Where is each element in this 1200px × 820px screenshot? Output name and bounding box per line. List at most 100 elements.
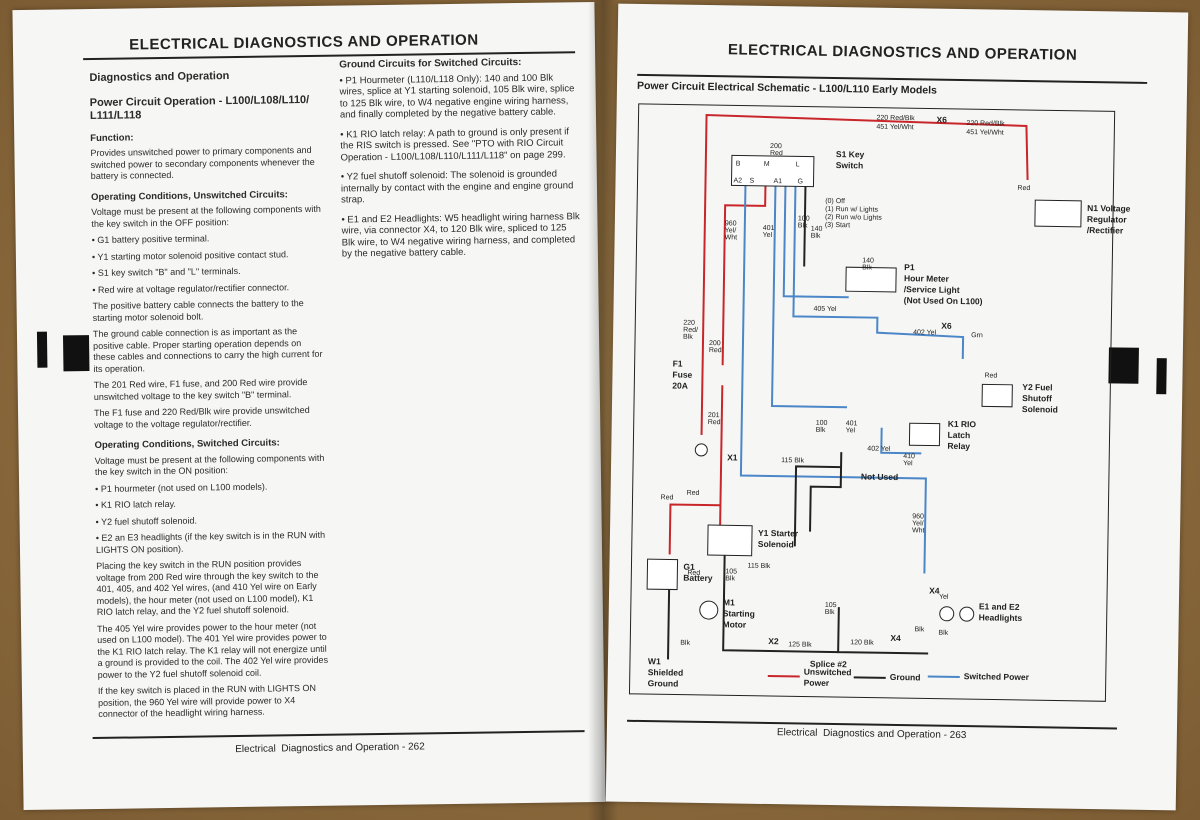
switch-terminal: A1 [773, 178, 782, 185]
wire-label: Blk [725, 575, 735, 582]
subsection-title: Power Circuit Operation - L100/L108/L110… [89, 93, 310, 122]
wire-label: 451 Yel/Wht [966, 129, 1004, 137]
function-heading: Function: [90, 131, 134, 144]
paragraph: The 201 Red wire, F1 fuse, and 200 Red w… [93, 377, 308, 402]
wire-label: Wht [912, 527, 925, 534]
connector-label: X6 [936, 115, 947, 125]
thumb-tab-mark [36, 331, 48, 368]
wire-label: Red [709, 347, 722, 354]
m1-label: M1 [723, 597, 735, 607]
wire-label: Red [660, 494, 673, 501]
switch-terminal: M [764, 161, 770, 168]
bullet-item: Red wire at voltage regulator/rectifier … [92, 281, 324, 296]
paragraph: The positive battery cable connects the … [92, 298, 304, 323]
e1-label: Headlights [979, 612, 1023, 623]
wire-label: Blk [938, 630, 948, 637]
e1-label: E1 and E2 [979, 601, 1020, 612]
connector-label: X4 [929, 586, 940, 596]
footer-section: Electrical [235, 743, 276, 756]
y1-label: Y1 Starter [758, 528, 799, 539]
legend-unswitched-line [767, 675, 800, 678]
right-column: Ground Circuits for Switched Circuits: •… [339, 56, 582, 268]
wire-label: 125 Blk [788, 641, 812, 648]
ground-paragraph: • K1 RIO latch relay: A path to ground i… [340, 125, 570, 164]
wire-label: Wht [725, 234, 738, 241]
paragraph: If the key switch is placed in the RUN w… [97, 682, 317, 719]
wire-label: Blk [914, 626, 924, 633]
footer-section: Electrical [776, 727, 818, 739]
left-column: Diagnostics and Operation Power Circuit … [89, 66, 330, 726]
paragraph: The F1 fuse and 220 Red/Blk wire provide… [94, 404, 310, 430]
s1-label: Switch [836, 160, 864, 170]
f1-label: 20A [672, 380, 688, 390]
legend-switched-line [927, 675, 960, 679]
p1-label: P1 [904, 262, 915, 272]
wire-label: Red [1017, 185, 1030, 192]
paragraph: The ground cable connection is as import… [92, 326, 323, 374]
right-page: ELECTRICAL DIAGNOSTICS AND OPERATION Pow… [605, 3, 1189, 811]
m1-label: Motor [722, 619, 746, 629]
wire-label: Blk [825, 609, 835, 616]
bullet-item: K1 RIO latch relay. [95, 497, 327, 512]
wire-label: 402 Yel [913, 329, 937, 336]
n1-label: Regulator [1087, 214, 1128, 225]
y2-label: Y2 Fuel [1022, 382, 1052, 392]
wire-label: 105 [725, 568, 737, 575]
w1-label: Shielded [648, 667, 684, 678]
left-page-footer: Electrical Diagnostics and Operation - 2… [235, 741, 425, 755]
y1-label: Solenoid [758, 539, 794, 550]
wire-label: Yel/ [912, 520, 924, 527]
wire-label: 140 [862, 257, 874, 264]
wire-label: Blk [862, 264, 872, 271]
wire-label: 100 [798, 215, 810, 222]
legend-ground: Ground [890, 672, 921, 682]
bullet-item: G1 battery positive terminal. [92, 232, 324, 247]
regulator-box [1034, 199, 1082, 228]
w1-label: W1 [648, 656, 661, 666]
k1-label: Relay [947, 441, 970, 451]
ground-paragraph: • P1 Hourmeter (L110/L118 Only): 140 and… [339, 72, 575, 121]
switch-terminal: S [749, 178, 754, 185]
y2-label: Shutoff [1022, 393, 1052, 403]
ground-paragraph: • E1 and E2 Headlights: W5 headlight wir… [341, 210, 580, 260]
wire-label: Red [770, 150, 783, 157]
connector-label: X2 [768, 636, 779, 646]
bullet-item: E2 an E3 headlights (if the key switch i… [96, 530, 328, 556]
wire-label: Blk [811, 233, 821, 240]
key-position: (2) Run w/o Lights [825, 214, 882, 222]
wire-label: 960 [725, 220, 737, 227]
schematic-frame [628, 103, 1116, 702]
thumb-tab-mark [1156, 358, 1167, 395]
wire-label: 105 [825, 602, 837, 609]
switch-terminal: G [797, 178, 803, 185]
section-title: Diagnostics and Operation [89, 70, 230, 85]
k1-label: Latch [947, 430, 970, 440]
f1-label: F1 [673, 358, 683, 368]
connector-label: X6 [941, 321, 952, 331]
switched-wires [739, 185, 965, 574]
n1-label: /Rectifier [1087, 225, 1124, 236]
wire-label: Yel [939, 594, 949, 601]
w1-label: Ground [648, 678, 679, 688]
key-position: (0) Off [825, 198, 845, 205]
wire-label: Red [687, 570, 700, 577]
wire-label: 115 Blk [747, 563, 770, 570]
wire-label: 401 [763, 225, 775, 232]
n1-label: N1 Voltage [1087, 203, 1131, 214]
wire-label: Blk [798, 222, 808, 229]
rio-relay-box [908, 422, 941, 447]
starter-solenoid-box [707, 524, 753, 557]
legend-ground-line [853, 676, 886, 679]
footer-title: Diagnostics and Operation - 263 [822, 727, 967, 742]
wire-label: Red [708, 419, 721, 426]
wire-label: 200 [709, 340, 721, 347]
wire-label: 220 [683, 320, 695, 327]
connector-label: X4 [890, 633, 901, 643]
wire-label: Red/ [683, 327, 698, 334]
function-text: Provides unswitched power to primary com… [90, 144, 315, 182]
wire-label: 220 Red/Blk [966, 120, 1005, 128]
g1-label: G1 [683, 562, 695, 572]
wire-label: Yel/ [725, 227, 737, 234]
switch-terminal: A2 [733, 177, 742, 184]
power-circuit-schematic: S1 Key Switch (0) Off (1) Run w/ Lights … [628, 103, 1131, 702]
